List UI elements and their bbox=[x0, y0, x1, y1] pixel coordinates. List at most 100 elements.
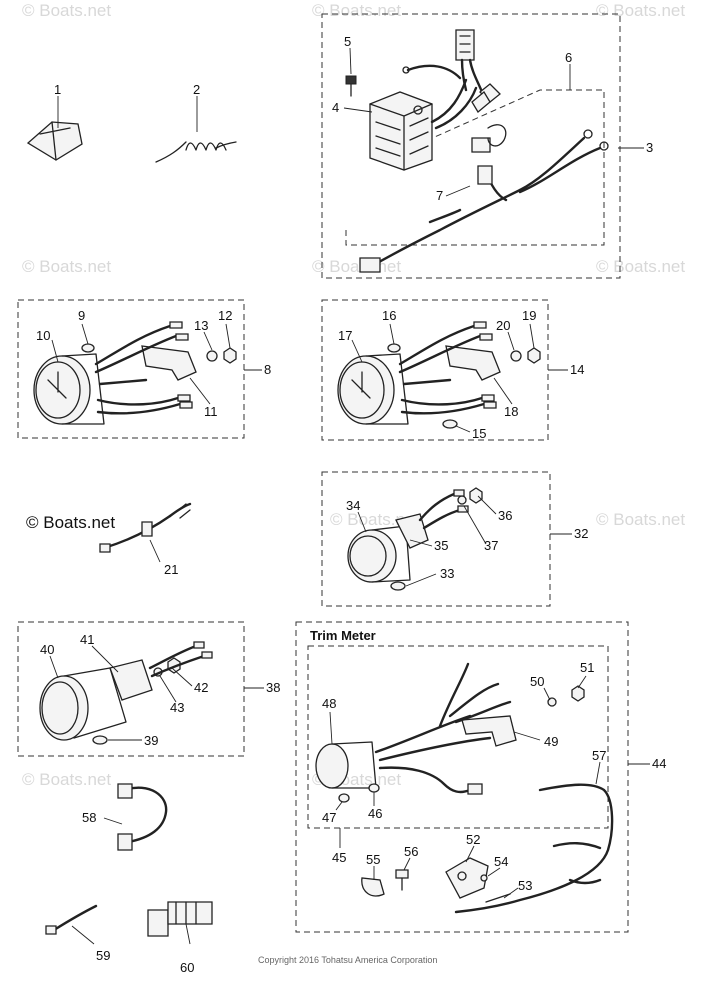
part-37-washer bbox=[457, 495, 467, 505]
part-55-clamp bbox=[361, 877, 385, 897]
callout-4: 4 bbox=[332, 100, 339, 115]
watermark-row3-right: © Boats.net bbox=[596, 510, 685, 529]
part-16-bulb bbox=[387, 343, 401, 353]
callout-14: 14 bbox=[570, 362, 584, 377]
callout-8: 8 bbox=[264, 362, 271, 377]
callout-50: 50 bbox=[530, 674, 544, 689]
callout-38: 38 bbox=[266, 680, 280, 695]
part-59-sensor bbox=[45, 904, 98, 935]
callout-37: 37 bbox=[484, 538, 498, 553]
callout-35: 35 bbox=[434, 538, 448, 553]
part-60-fitting bbox=[147, 901, 213, 937]
part-18-bracket bbox=[445, 345, 501, 381]
callout-32: 32 bbox=[574, 526, 588, 541]
part-40-gauge bbox=[39, 667, 127, 741]
wires-gauge-14 bbox=[398, 321, 497, 415]
callout-3: 3 bbox=[646, 140, 653, 155]
callout-11: 11 bbox=[204, 404, 218, 419]
wires-gauge-32 bbox=[418, 489, 469, 530]
part-35-bracket bbox=[395, 513, 429, 549]
callout-60: 60 bbox=[180, 960, 194, 975]
watermark-row2-middle: © Boats.net bbox=[312, 257, 401, 276]
wires-trim-gauge bbox=[374, 662, 512, 795]
callout-56: 56 bbox=[404, 844, 418, 859]
callout-5: 5 bbox=[344, 34, 351, 49]
group-box-32 bbox=[321, 471, 551, 607]
part-20-washer bbox=[510, 350, 522, 362]
callout-17: 17 bbox=[338, 328, 352, 343]
callout-46: 46 bbox=[368, 806, 382, 821]
callout-52: 52 bbox=[466, 832, 480, 847]
group-boxes bbox=[17, 13, 629, 933]
callout-12: 12 bbox=[218, 308, 232, 323]
callout-59: 59 bbox=[96, 948, 110, 963]
callout-39: 39 bbox=[144, 733, 158, 748]
part-58-connector-harness bbox=[117, 783, 168, 851]
part-12-nut bbox=[223, 347, 237, 364]
callout-42: 42 bbox=[194, 680, 208, 695]
watermark-row2-right: © Boats.net bbox=[596, 257, 685, 276]
part-54-washer bbox=[480, 874, 488, 882]
trim-meter-title: Trim Meter bbox=[310, 628, 376, 643]
part-21-lead-wire bbox=[99, 502, 192, 553]
watermark-top-middle: © Boats.net bbox=[312, 1, 401, 20]
callout-34: 34 bbox=[346, 498, 360, 513]
part-57-harness bbox=[454, 783, 614, 914]
copyright-text: Copyright 2016 Tohatsu America Corporati… bbox=[258, 955, 437, 965]
callout-41: 41 bbox=[80, 632, 94, 647]
part-53-screw bbox=[485, 893, 511, 903]
callout-21: 21 bbox=[164, 562, 178, 577]
group-box-38 bbox=[17, 621, 245, 757]
callout-7: 7 bbox=[436, 188, 443, 203]
part-1-pouch bbox=[26, 121, 83, 161]
part-4-regulator bbox=[369, 91, 433, 171]
callout-36: 36 bbox=[498, 508, 512, 523]
callout-47: 47 bbox=[322, 810, 336, 825]
part-46-bulb bbox=[368, 783, 380, 793]
part-13-washer bbox=[206, 350, 218, 362]
part-2-coil bbox=[155, 141, 237, 163]
wires-gauge-8 bbox=[94, 321, 193, 415]
callout-43: 43 bbox=[170, 700, 184, 715]
group-box-6 bbox=[345, 89, 605, 246]
callout-40: 40 bbox=[40, 642, 54, 657]
wires-gauge-38 bbox=[148, 641, 213, 678]
part-39-bulb bbox=[92, 735, 108, 745]
part-47-bulb bbox=[338, 793, 350, 803]
part-10-gauge bbox=[33, 353, 105, 425]
callout-2: 2 bbox=[193, 82, 200, 97]
watermark-layer: © Boats.net © Boats.net © Boats.net © Bo… bbox=[22, 1, 685, 789]
part-5-screw bbox=[345, 75, 357, 97]
part-41-bracket bbox=[109, 659, 153, 701]
watermark-top-left: © Boats.net bbox=[22, 1, 111, 20]
callout-labels: 1 2 3 4 5 6 7 8 9 10 11 12 13 14 15 16 1… bbox=[36, 34, 666, 975]
callout-20: 20 bbox=[496, 318, 510, 333]
group-box-3 bbox=[321, 13, 621, 279]
callout-53: 53 bbox=[518, 878, 532, 893]
wires-regulator bbox=[402, 29, 501, 130]
part-34-gauge bbox=[347, 525, 411, 583]
callout-13: 13 bbox=[194, 318, 208, 333]
part-49-bracket bbox=[461, 715, 517, 747]
callout-54: 54 bbox=[494, 854, 508, 869]
callout-48: 48 bbox=[322, 696, 336, 711]
callout-18: 18 bbox=[504, 404, 518, 419]
callout-49: 49 bbox=[544, 734, 558, 749]
callout-19: 19 bbox=[522, 308, 536, 323]
group-box-45 bbox=[307, 645, 609, 829]
part-17-gauge bbox=[337, 353, 409, 425]
callout-15: 15 bbox=[472, 426, 486, 441]
part-11-bracket bbox=[141, 345, 197, 381]
part-51-nut bbox=[571, 685, 585, 702]
part-36-nut bbox=[469, 487, 483, 504]
leader-lines bbox=[49, 47, 650, 945]
watermark-row4-left: © Boats.net bbox=[22, 770, 111, 789]
group-box-8 bbox=[17, 299, 245, 439]
callout-51: 51 bbox=[580, 660, 594, 675]
callout-16: 16 bbox=[382, 308, 396, 323]
callout-10: 10 bbox=[36, 328, 50, 343]
callout-57: 57 bbox=[592, 748, 606, 763]
part-56-screw bbox=[395, 869, 409, 891]
